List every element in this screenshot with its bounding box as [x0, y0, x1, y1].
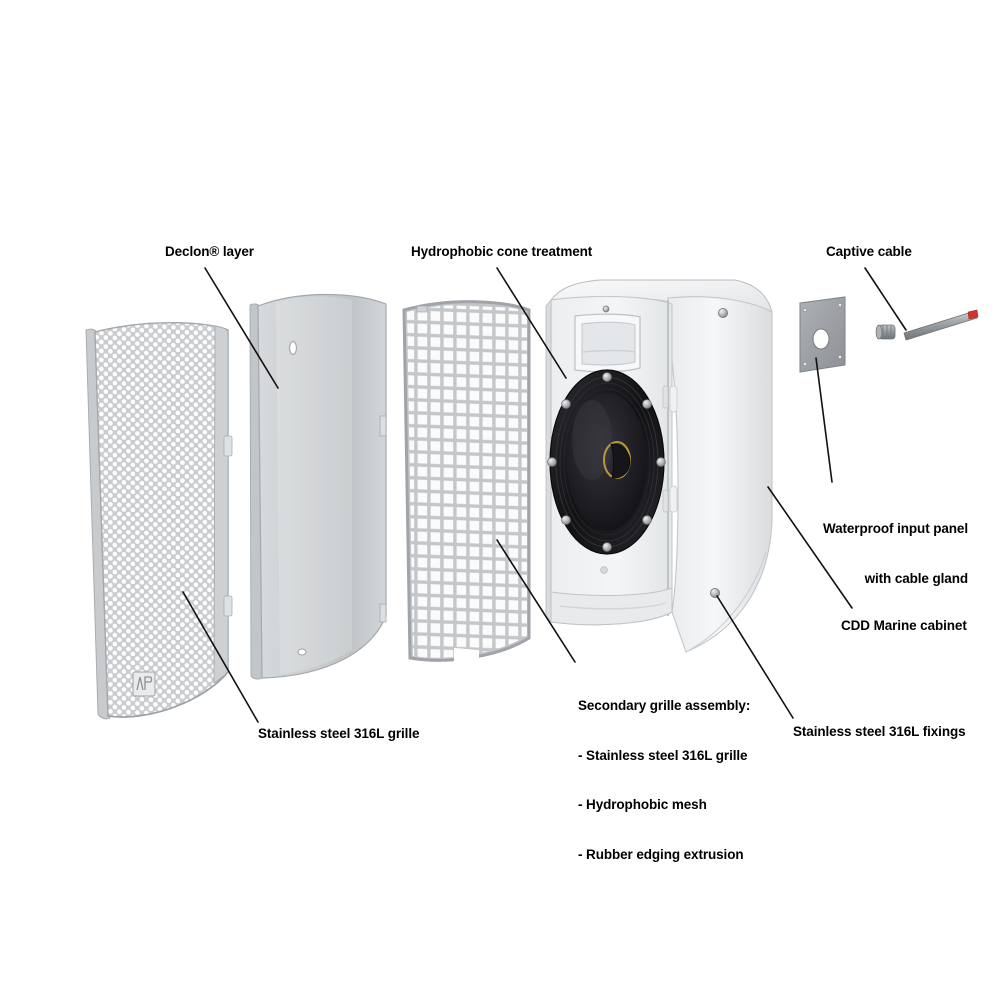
- cabinet-rail-slot-2: [662, 489, 669, 513]
- mesh-grille-tab: [416, 305, 428, 313]
- leader-captive-cable: [864, 267, 907, 331]
- woofer-cone-highlight: [572, 400, 612, 480]
- perforated-grille-bottom-edge: [107, 671, 229, 718]
- woofer-bolt-1: [602, 372, 612, 382]
- woofer-bolt-5: [602, 542, 612, 552]
- cabinet-fixing-lower-baffle: [600, 566, 608, 574]
- captive-cable-body: [903, 310, 978, 341]
- callout-secondary-grille-title: Secondary grille assembly:: [578, 698, 751, 713]
- woofer-bolt-6: [561, 515, 571, 525]
- woofer-dustcap: [610, 443, 631, 479]
- cabinet-plinth-line: [559, 602, 667, 610]
- woofer-bolt-2: [642, 399, 652, 409]
- captive-cable-tip: [967, 309, 979, 320]
- callout-hydrophobic-cone: Hydrophobic cone treatment: [411, 244, 593, 259]
- grille-logo-badge: [132, 671, 156, 697]
- cabinet-rail-slot-1: [662, 385, 669, 409]
- perforated-grille-notch-lower: [223, 595, 233, 617]
- cabinet-handle-lower: [669, 485, 678, 513]
- cabinet-fixing-top-right: [718, 307, 729, 318]
- part-cable-gland: [875, 324, 896, 340]
- leader-stainless-grille: [182, 591, 259, 723]
- input-panel-screw-bl: [802, 361, 808, 367]
- cabinet-handle-upper: [669, 385, 678, 413]
- callout-stainless-grille: Stainless steel 316L grille: [258, 726, 420, 741]
- callout-waterproof-input-panel-line1: Waterproof input panel: [822, 521, 968, 536]
- woofer-cone: [567, 393, 647, 531]
- part-input-panel: [799, 296, 846, 373]
- leader-waterproof-panel: [815, 357, 833, 483]
- leader-declon-layer: [204, 267, 279, 389]
- callout-secondary-grille-item-1: - Stainless steel 316L grille: [578, 747, 748, 763]
- woofer-bolt-7: [547, 457, 557, 467]
- woofer-bolt-8: [561, 399, 571, 409]
- leader-hydrophobic-cone: [496, 267, 567, 379]
- declon-panel-slot-bottom: [297, 648, 307, 656]
- callout-waterproof-input-panel-line2: with cable gland: [864, 570, 969, 586]
- mesh-grille-field: [407, 304, 527, 658]
- part-perforated-grille: [85, 322, 233, 720]
- woofer-ring-2: [559, 382, 655, 542]
- part-mesh-grille: [402, 300, 531, 663]
- callout-cdd-marine-cabinet: CDD Marine cabinet: [841, 618, 967, 633]
- declon-panel-notch-upper: [379, 415, 387, 437]
- perforated-grille-holes: [95, 322, 228, 717]
- mesh-grille-bottom-cut: [454, 648, 479, 663]
- woofer-bolt-3: [656, 457, 666, 467]
- woofer-ring-3: [563, 388, 651, 536]
- declon-panel-notch-lower: [379, 603, 387, 623]
- input-panel-screw-tr: [837, 302, 843, 308]
- leader-secondary-grille: [496, 539, 576, 663]
- perforated-grille-right-rim: [213, 325, 229, 684]
- part-declon-panel: [249, 293, 387, 680]
- callout-declon-layer: Declon® layer: [165, 244, 254, 259]
- callout-waterproof-input-panel: Waterproof input panel with cable gland: [708, 488, 968, 620]
- callout-captive-cable: Captive cable: [826, 244, 912, 259]
- part-cabinet: [545, 279, 773, 653]
- callout-secondary-grille-assembly: Secondary grille assembly: - Stainless s…: [578, 665, 750, 896]
- callout-stainless-fixings: Stainless steel 316L fixings: [793, 724, 966, 739]
- perforated-grille-notch-upper: [223, 435, 233, 457]
- cabinet-plinth: [550, 587, 673, 626]
- input-panel-screw-br: [837, 354, 843, 360]
- cabinet-fixing-horn-top: [602, 305, 610, 313]
- part-captive-cable: [903, 309, 979, 341]
- mesh-grille-outline: [402, 300, 531, 662]
- callout-secondary-grille-item-3: - Rubber edging extrusion: [578, 846, 744, 862]
- woofer-bolt-4: [642, 515, 652, 525]
- callout-secondary-grille-item-2: - Hydrophobic mesh: [578, 797, 707, 812]
- input-panel-screw-tl: [802, 307, 808, 313]
- cabinet-side: [667, 296, 773, 653]
- leader-cdd-cabinet: [767, 486, 853, 609]
- cable-gland-threads: [882, 325, 892, 339]
- input-panel-cable-hole: [812, 328, 830, 350]
- leader-lines: [182, 267, 907, 723]
- cabinet-rear-curve: [685, 551, 767, 653]
- cable-gland-end: [875, 324, 883, 340]
- perforated-grille-left-flange: [85, 328, 111, 720]
- declon-panel-sheen: [276, 296, 352, 674]
- cabinet-horn-opening: [574, 313, 641, 373]
- leader-stainless-fixings: [716, 595, 794, 719]
- cabinet-woofer: [547, 369, 666, 555]
- declon-panel-slot-top: [289, 341, 297, 355]
